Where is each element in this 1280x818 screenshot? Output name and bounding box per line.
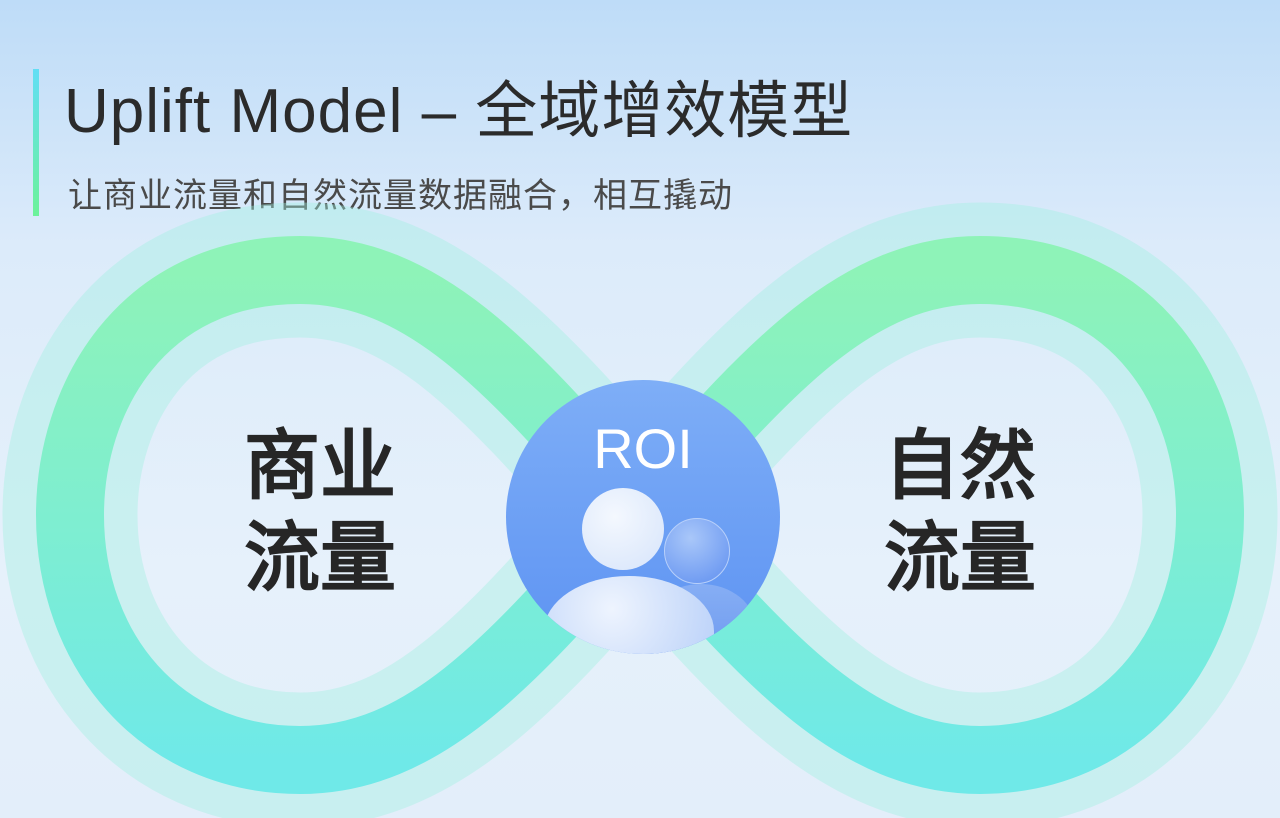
page-title: Uplift Model – 全域增效模型 — [64, 77, 854, 146]
label-line: 流量 — [884, 513, 1036, 602]
roi-label: ROI — [593, 417, 693, 480]
roi-circle: ROI — [506, 380, 780, 654]
commercial-traffic-label: 商业 流量 — [200, 420, 440, 604]
label-line: 自然 — [884, 421, 1036, 510]
natural-traffic-label: 自然 流量 — [840, 420, 1080, 604]
title-accent-bar — [33, 69, 39, 216]
label-line: 流量 — [244, 513, 396, 602]
page-subtitle: 让商业流量和自然流量数据融合，相互撬动 — [68, 176, 733, 216]
label-line: 商业 — [244, 421, 396, 510]
